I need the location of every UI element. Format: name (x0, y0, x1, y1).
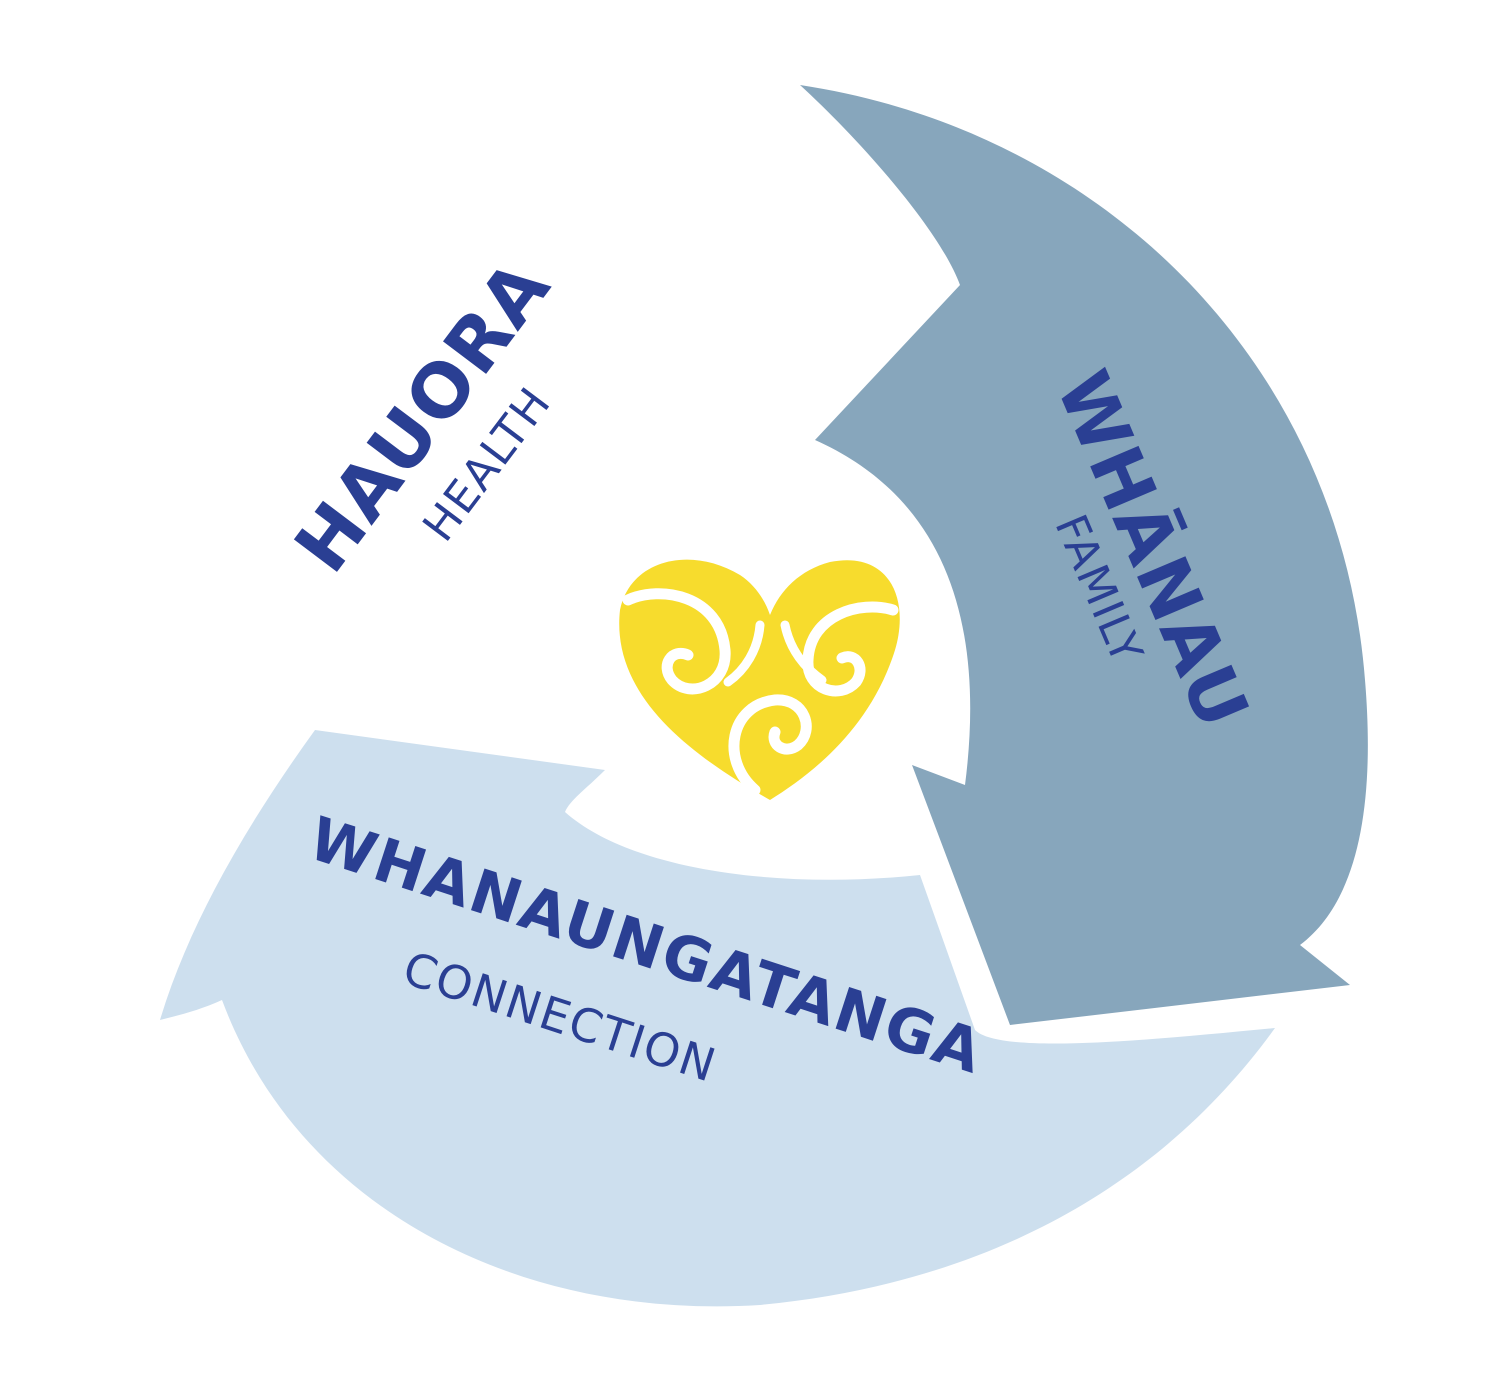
segment-arrow-whanau (800, 85, 1368, 1025)
koru-heart-icon (619, 559, 900, 800)
segment-hauora: HAUORA HEALTH (279, 244, 568, 588)
segment-arrow-whanaungatanga (160, 730, 1275, 1307)
